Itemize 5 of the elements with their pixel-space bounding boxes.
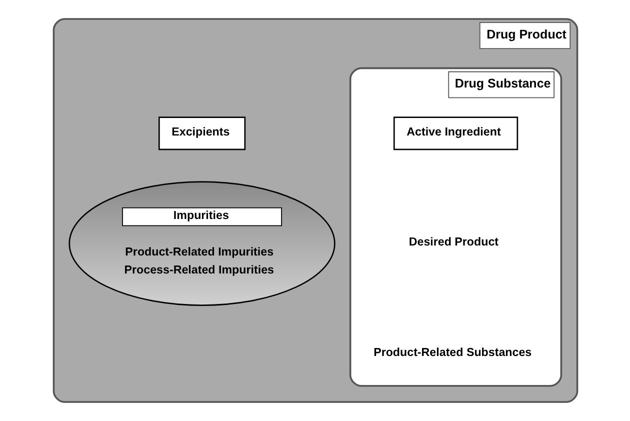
node-ellipse: Impurities Product-Related Impurities Process-Related Impurities <box>68 181 335 306</box>
node-box: Active Ingredient <box>392 116 518 150</box>
label: Product-Related Substances <box>373 346 532 359</box>
label: Desired Product <box>408 236 498 249</box>
node-box: Excipients <box>158 116 246 150</box>
